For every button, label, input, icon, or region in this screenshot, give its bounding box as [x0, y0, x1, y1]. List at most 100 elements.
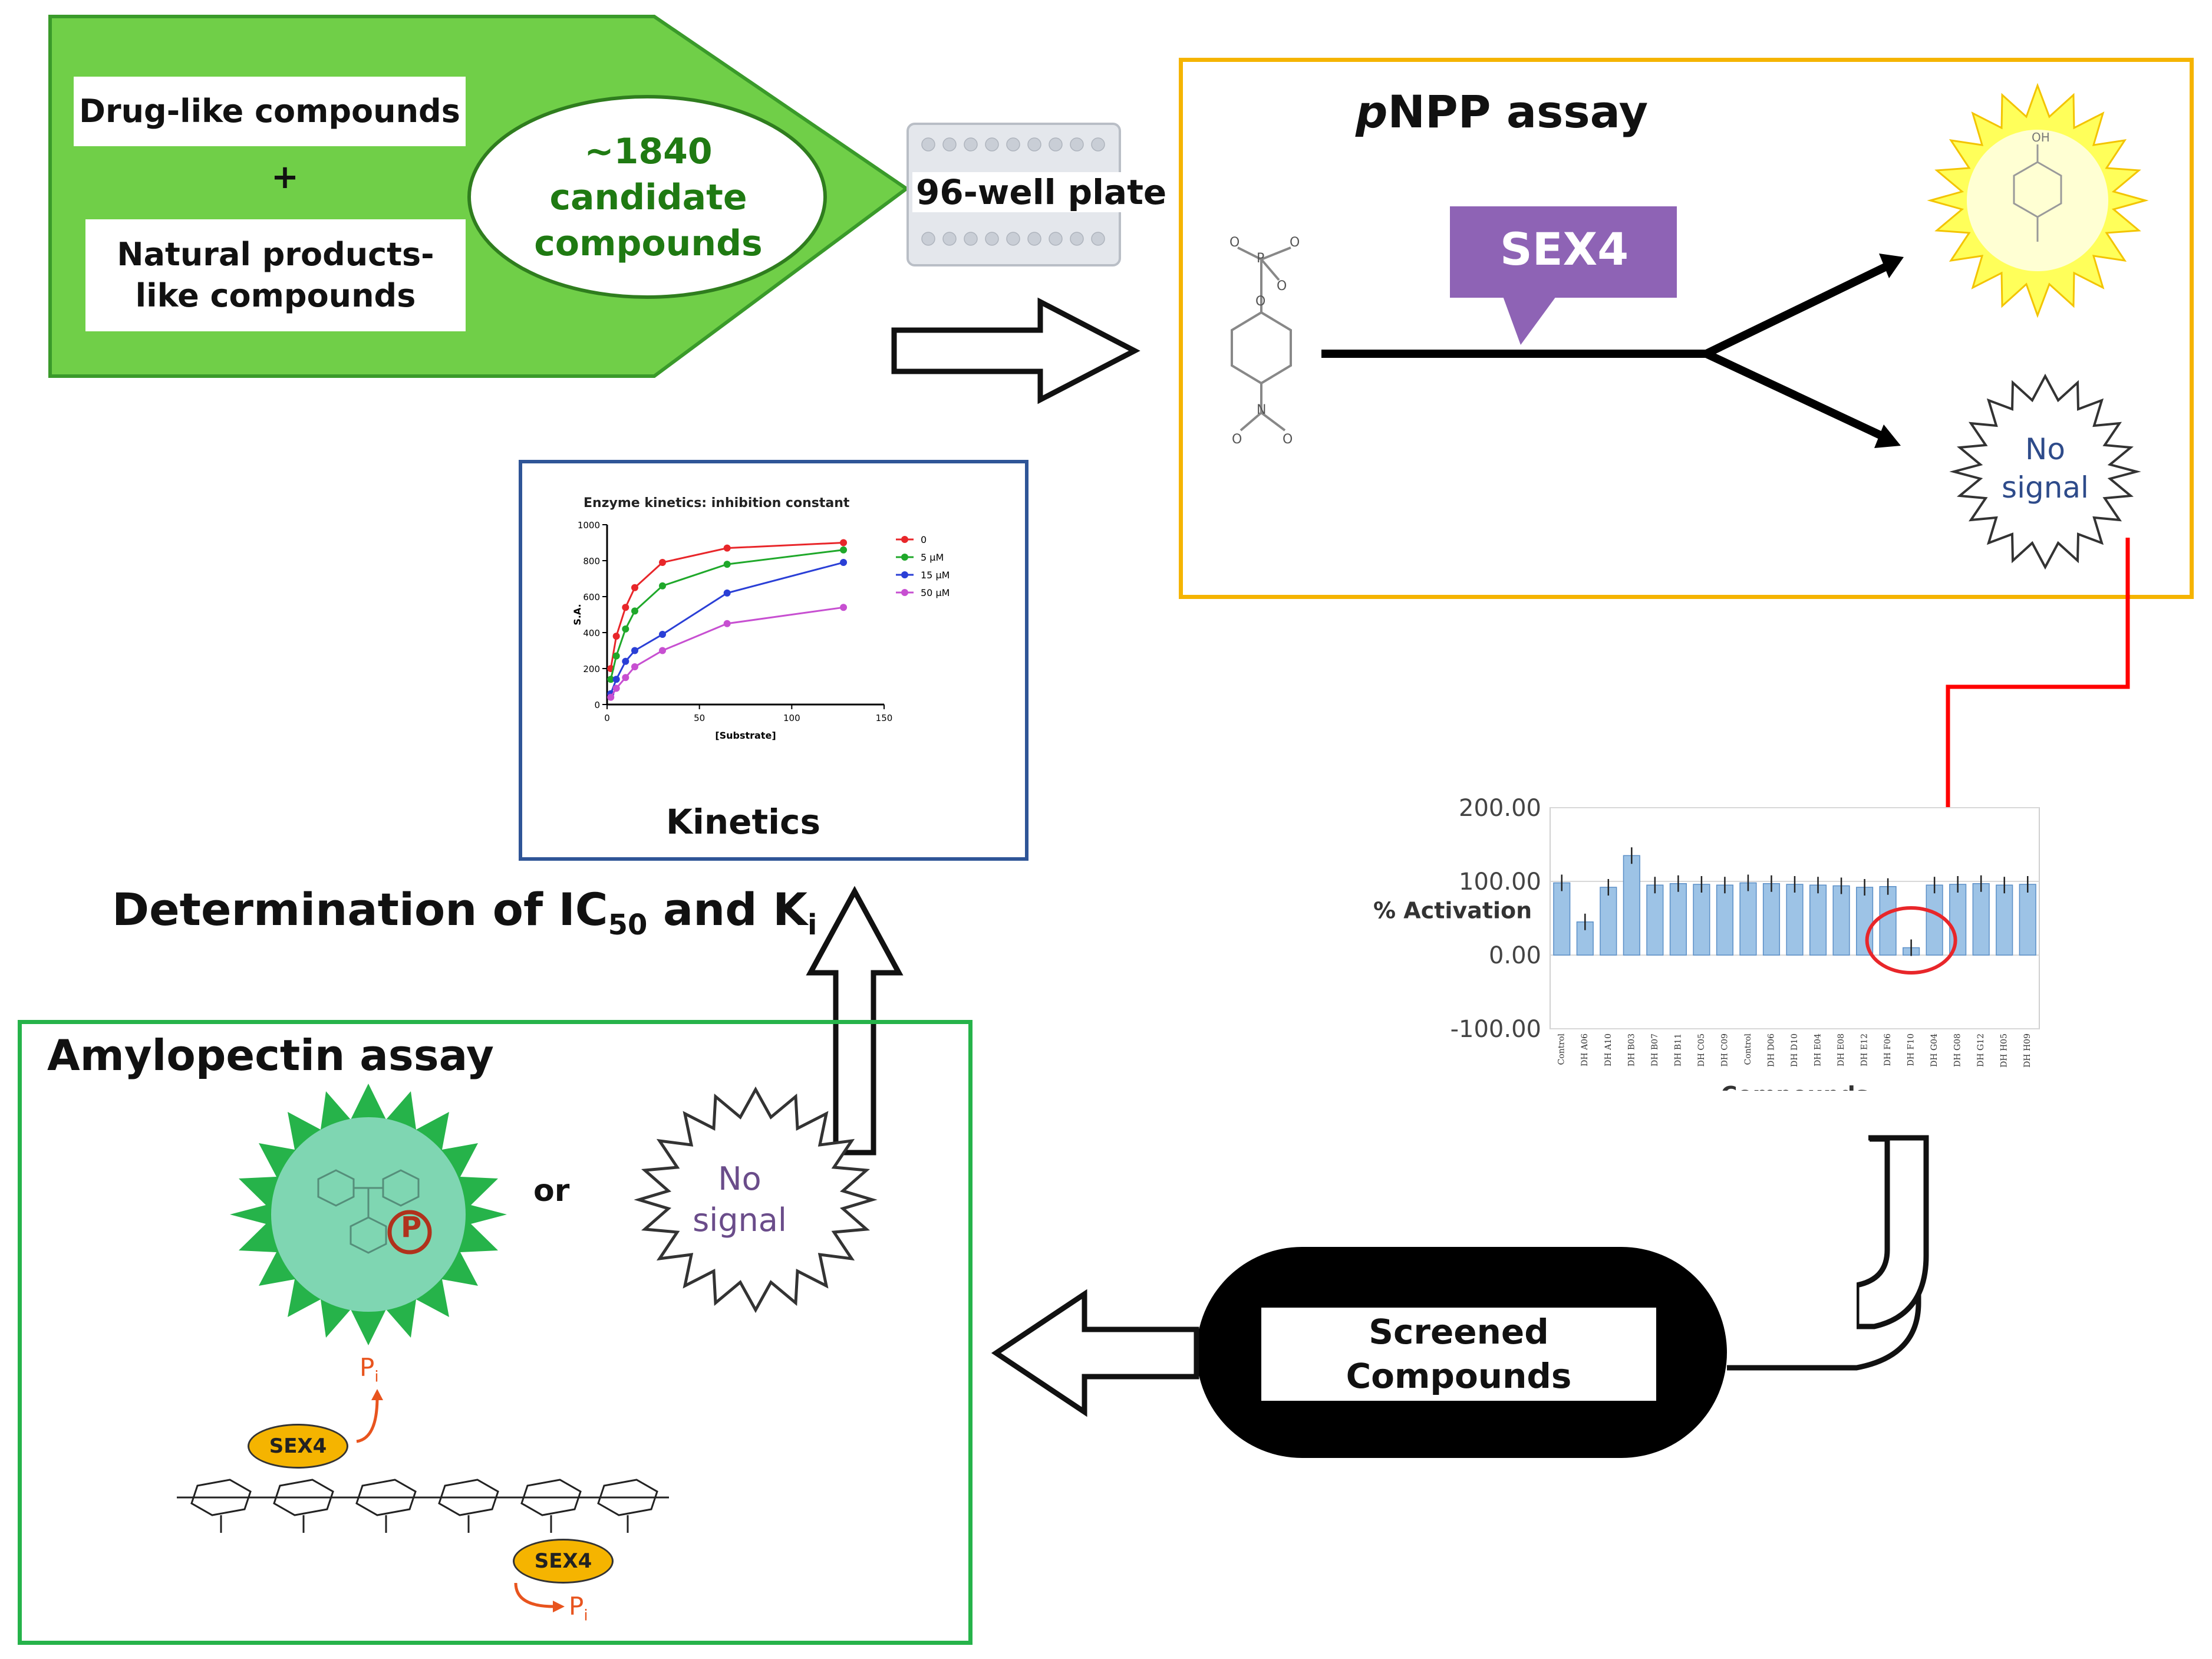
screen-x-tick-label: DH E12 — [1860, 1033, 1870, 1066]
hit-highlight-circle — [1865, 906, 1957, 975]
kinetics-y-tick-label: 1000 — [578, 520, 600, 531]
screen-x-tick-label: DH C09 — [1720, 1033, 1729, 1066]
kinetics-data-point — [622, 657, 629, 665]
kinetics-data-point — [659, 582, 666, 590]
kinetics-data-point — [631, 607, 638, 615]
screen-x-tick-label: DH H09 — [2023, 1033, 2032, 1068]
kinetics-data-point — [612, 652, 620, 660]
pi-main-top: P — [360, 1353, 375, 1382]
kinetics-data-point — [723, 561, 731, 568]
svg-text:O: O — [1255, 294, 1265, 309]
screened-compounds-label: Screened Compounds — [1346, 1311, 1572, 1396]
kinetics-legend-marker — [901, 554, 908, 561]
pi-main-bottom: P — [569, 1592, 584, 1621]
no-signal-text-amylo: No signal — [693, 1160, 787, 1239]
sex4-oval-top-label: SEX4 — [269, 1434, 327, 1458]
screen-x-tick-label: Control — [1743, 1033, 1753, 1065]
screen-x-tick-label: DH C05 — [1697, 1033, 1706, 1066]
screen-bar — [1553, 882, 1571, 956]
screen-bar — [2019, 884, 2036, 956]
kinetics-x-axis-label: [Substrate] — [715, 730, 776, 741]
screen-bar — [1996, 884, 2013, 956]
kinetics-data-point — [631, 584, 638, 591]
screen-bar — [1972, 883, 1990, 956]
or-label: or — [533, 1173, 570, 1209]
kinetics-data-point — [840, 546, 848, 554]
kinetics-label: Kinetics — [666, 802, 820, 842]
svg-text:OH: OH — [2032, 130, 2050, 144]
screen-x-tick-label: DH D10 — [1790, 1033, 1799, 1067]
natural-products-box: Natural products-like compounds — [85, 219, 466, 331]
kinetics-y-tick-label: 600 — [583, 592, 600, 603]
pnpp-title-rest: NPP assay — [1387, 85, 1649, 138]
screen-bar — [1786, 884, 1804, 956]
screen-bar — [1693, 884, 1710, 956]
determination-text: Determination of IC — [112, 883, 608, 936]
screen-bar — [1762, 883, 1781, 956]
screen-bar — [1623, 855, 1640, 956]
kinetics-x-tick-label: 50 — [694, 713, 705, 723]
no-signal-label-amylo: No signal — [678, 1153, 802, 1247]
amylopectin-assay-box — [18, 1020, 973, 1645]
screen-bar — [1926, 884, 1943, 956]
pnpp-title: pNPP assay — [1356, 85, 1648, 138]
determination-heading: Determination of IC50 and Ki — [112, 883, 817, 942]
plus-sign: + — [271, 158, 299, 196]
pi-sub-top: i — [374, 1368, 379, 1386]
screen-bar — [1879, 886, 1897, 956]
pi-label-bottom: Pi — [569, 1592, 588, 1624]
no-signal-label-pnpp: No signal — [1986, 424, 2104, 513]
screen-bar — [1669, 883, 1687, 956]
sex4-oval-bottom-label: SEX4 — [534, 1549, 592, 1573]
kinetics-data-point — [622, 625, 629, 633]
kinetics-legend-label: 50 µM — [921, 587, 950, 598]
screen-x-tick-label: DH A06 — [1580, 1033, 1590, 1066]
and-k-text: and K — [647, 883, 807, 936]
kinetics-legend-marker — [901, 536, 908, 543]
svg-text:N: N — [1257, 403, 1266, 417]
kinetics-data-point — [723, 544, 731, 552]
well-plate-label: 96-well plate — [912, 172, 1171, 212]
kinetics-legend-label: 0 — [921, 534, 927, 545]
screen-bar — [1600, 887, 1617, 956]
reaction-arrows — [1321, 254, 1904, 448]
kinetics-box — [519, 460, 1028, 861]
kinetics-data-point — [612, 684, 620, 692]
kinetics-data-point — [631, 663, 638, 670]
amylopectin-title: Amylopectin assay — [47, 1031, 494, 1080]
screen-x-tick-label: DH G04 — [1930, 1033, 1939, 1067]
screen-bar — [1949, 884, 1967, 956]
kinetics-legend-marker — [901, 589, 908, 596]
kinetics-legend-marker — [901, 571, 908, 578]
kinetics-data-point — [659, 631, 666, 638]
kinetics-y-tick-label: 0 — [594, 700, 600, 710]
candidate-count-label: ~1840 candidate compounds — [534, 131, 763, 264]
kinetics-data-point — [840, 559, 848, 567]
kinetics-y-axis-label: S.A. — [572, 604, 583, 625]
kinetics-x-tick-label: 150 — [876, 713, 893, 723]
k-subscript: i — [807, 908, 817, 942]
sex4-callout — [1450, 206, 1677, 345]
screen-y-tick-label: 0.00 — [1489, 942, 1541, 969]
kinetics-plot-title: Enzyme kinetics: inhibition constant — [584, 496, 850, 511]
svg-text:O: O — [1290, 236, 1300, 250]
kinetics-plot: Enzyme kinetics: inhibition constant0200… — [572, 496, 950, 741]
phosphate-label: P — [401, 1211, 422, 1244]
kinetics-data-point — [612, 676, 620, 683]
kinetics-data-point — [607, 676, 615, 683]
pnpp-title-italic: p — [1356, 85, 1388, 138]
screen-x-tick-label: DH F10 — [1907, 1033, 1916, 1066]
screen-y-tick-label: -100.00 — [1451, 1016, 1541, 1043]
candidate-count: ~1840 candidate compounds — [519, 118, 778, 277]
kinetics-legend-label: 5 µM — [921, 552, 944, 563]
kinetics-data-point — [840, 539, 848, 547]
kinetics-data-point — [659, 559, 666, 567]
screen-x-tick-label: DH G12 — [1976, 1033, 1986, 1067]
svg-text:O: O — [1229, 236, 1239, 250]
arrow-to-pnpp-icon — [891, 297, 1140, 404]
svg-text:O: O — [1232, 432, 1242, 447]
no-signal-burst-amylo — [634, 1086, 878, 1314]
screen-bar — [1739, 882, 1757, 956]
library-pentagon — [48, 15, 910, 378]
